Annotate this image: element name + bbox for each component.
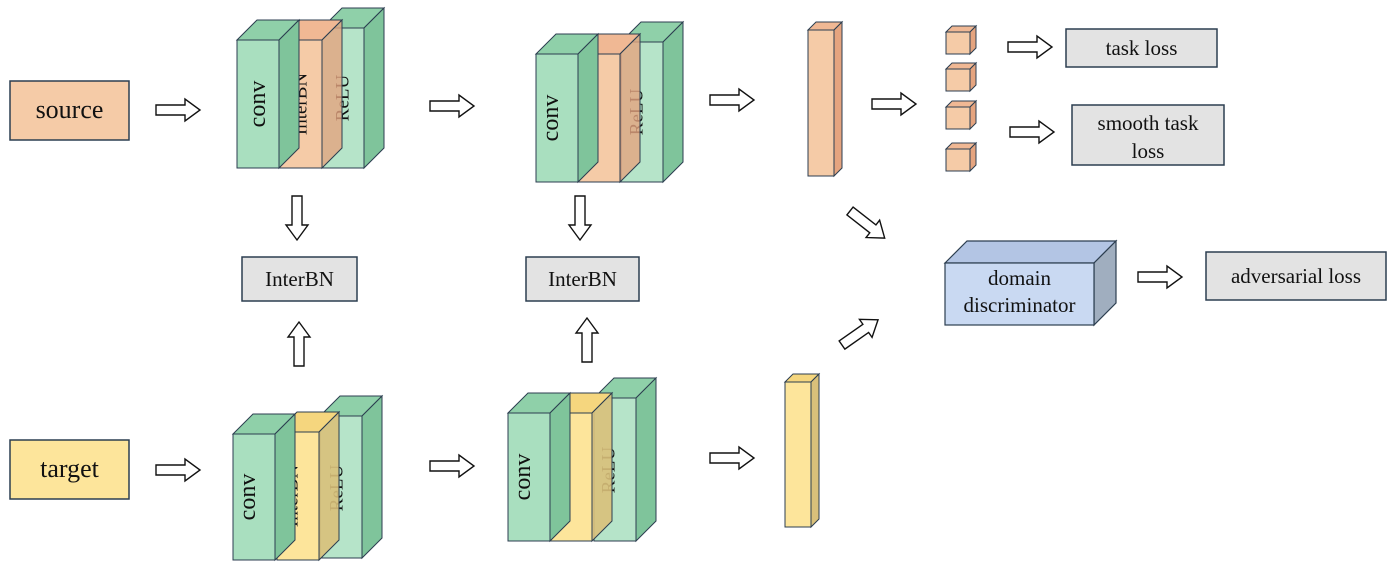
prediction-cubes	[944, 24, 978, 173]
arrow-source-to-block1	[155, 98, 201, 122]
conv-label: conv	[510, 454, 536, 501]
arrow-to-adversarial-loss	[1137, 265, 1183, 289]
smooth-task-loss-line2: loss	[1132, 139, 1165, 163]
smooth-task-loss-box: smooth task loss	[1071, 104, 1225, 166]
arrow-source-feature-to-discriminator	[842, 201, 893, 248]
smooth-task-loss-line1: smooth task	[1098, 111, 1199, 135]
target-layer-block-1: ReLU InterBN conv	[231, 394, 384, 562]
target-input: target	[9, 439, 130, 500]
conv-label: conv	[538, 95, 564, 142]
arrow-to-smooth-task-loss	[1009, 120, 1055, 144]
prediction-cube	[944, 61, 978, 93]
conv-layer: conv	[235, 18, 301, 170]
domain-discriminator: domain discriminator	[943, 239, 1118, 327]
adversarial-loss-box: adversarial loss	[1205, 251, 1387, 301]
arrow-source1-to-interbn	[285, 195, 309, 241]
shared-interbn-box-1: InterBN	[241, 256, 358, 302]
prediction-cube	[944, 141, 978, 173]
arrow-block2-to-source-feature	[709, 88, 755, 112]
shared-interbn-label: InterBN	[265, 267, 334, 291]
source-feature-vector	[806, 20, 844, 178]
arrow-to-task-loss	[1007, 35, 1053, 59]
task-loss-box: task loss	[1065, 28, 1218, 68]
arrow-feature-to-predictions	[871, 92, 917, 116]
arrow-target-block2-to-feature	[709, 446, 755, 470]
arrow-target-to-block1	[155, 458, 201, 482]
shared-interbn-box-2: InterBN	[525, 256, 640, 302]
arrow-block1-to-block2	[429, 94, 475, 118]
source-label: source	[36, 95, 104, 124]
interbn-layer: InterBN	[548, 391, 614, 543]
task-loss-label: task loss	[1106, 36, 1178, 60]
prediction-cube	[944, 24, 978, 56]
domain-discriminator-line2: discriminator	[964, 293, 1076, 317]
target-feature-vector	[783, 372, 821, 529]
arrow-target2-to-interbn	[575, 317, 599, 363]
domain-discriminator-line1: domain	[988, 266, 1051, 290]
conv-layer: conv	[506, 391, 572, 543]
conv-layer: conv	[534, 32, 600, 184]
arrow-target-block1-to-block2	[429, 454, 475, 478]
source-input: source	[9, 80, 130, 141]
conv-label: conv	[235, 474, 261, 521]
shared-interbn-label: InterBN	[548, 267, 617, 291]
adversarial-loss-label: adversarial loss	[1231, 264, 1361, 288]
arrow-target-feature-to-discriminator	[834, 310, 886, 355]
source-layer-block-1: ReLU InterBN conv	[235, 6, 386, 170]
conv-label: conv	[245, 81, 271, 128]
prediction-cube	[944, 99, 978, 131]
conv-layer: conv	[231, 412, 297, 562]
source-layer-block-2: ReLU InterBN conv	[534, 20, 685, 184]
arrow-target1-to-interbn	[287, 321, 311, 367]
target-label: target	[40, 454, 99, 483]
arrow-source2-to-interbn	[568, 195, 592, 241]
target-layer-block-2: ReLU InterBN conv	[506, 376, 658, 543]
